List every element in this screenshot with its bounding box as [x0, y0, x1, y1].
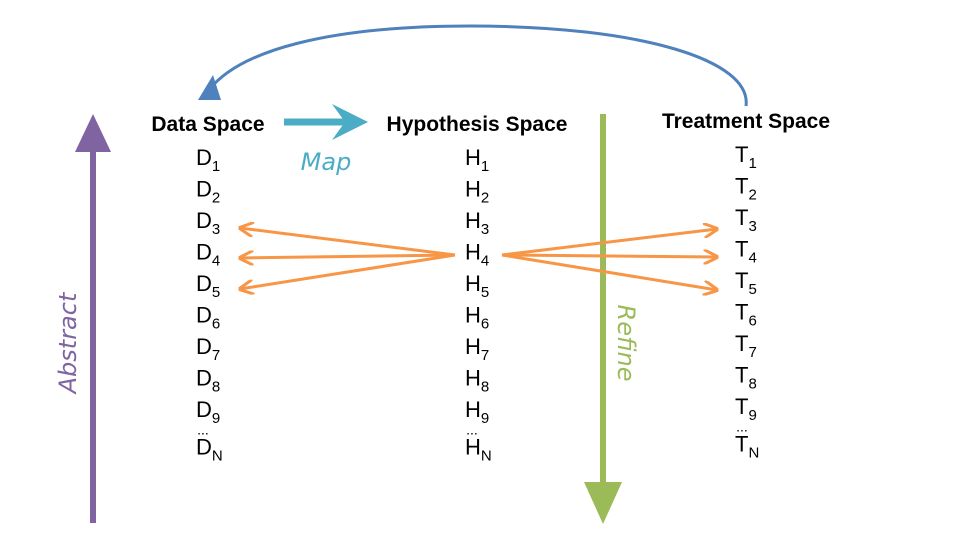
data-item-d2: D2 [196, 177, 220, 207]
data-item-d7: D7 [196, 334, 220, 364]
hypothesis-item-h2: H2 [465, 177, 489, 207]
hypothesis-item-h4: H4 [465, 240, 489, 270]
link-arrow-h4-t3 [501, 229, 717, 257]
feedback-loop-arrow [198, 24, 748, 107]
link-arrow-h4-d4 [240, 255, 456, 258]
refine-arrow [584, 114, 622, 524]
treatment-item-t8: T8 [735, 363, 757, 393]
link-arrow-h4-t5 [501, 253, 717, 290]
treatment-item-t9: T9 [735, 394, 757, 424]
data-ellipsis: ... [197, 422, 209, 438]
hypothesis-item-h3: H3 [465, 208, 489, 238]
hypothesis-item-h9: H9 [465, 397, 489, 427]
h4-to-treatment-arrows [501, 229, 717, 290]
treatment-item-t1: T1 [735, 142, 757, 172]
link-arrow-h4-d3 [240, 228, 456, 257]
treatment-ellipsis: ... [736, 419, 748, 435]
data-item-d3: D3 [196, 208, 220, 238]
hypothesis-item-h6: H6 [465, 303, 489, 333]
treatment-item-t6: T6 [735, 300, 757, 330]
h4-to-data-arrows [240, 228, 456, 289]
hypothesis-item-h5: H5 [465, 271, 489, 301]
data-item-d8: D8 [196, 366, 220, 396]
data-item-d1: D1 [196, 145, 220, 175]
treatment-item-tn: TN [735, 432, 759, 462]
treatment-item-t7: T7 [735, 331, 757, 361]
treatment-item-t5: T5 [735, 268, 757, 298]
data-space-heading: Data Space [151, 113, 264, 136]
abstract-arrow [75, 114, 111, 523]
refine-label: Refine [612, 305, 640, 382]
treatment-space-heading: Treatment Space [662, 110, 830, 133]
hypothesis-item-h8: H8 [465, 366, 489, 396]
map-arrow [284, 104, 368, 140]
data-item-dn: DN [196, 435, 223, 465]
treatment-item-t2: T2 [735, 174, 757, 204]
link-arrow-h4-d5 [240, 253, 456, 289]
link-arrow-h4-t4 [501, 255, 717, 257]
data-item-d4: D4 [196, 240, 220, 270]
treatment-item-t3: T3 [735, 205, 757, 235]
hypothesis-item-hn: HN [465, 435, 492, 465]
map-label: Map [301, 148, 352, 176]
treatment-item-t4: T4 [735, 237, 757, 267]
hypothesis-item-h1: H1 [465, 145, 489, 175]
data-item-d5: D5 [196, 271, 220, 301]
hypothesis-ellipsis: ... [466, 422, 478, 438]
data-item-d9: D9 [196, 397, 220, 427]
data-item-d6: D6 [196, 303, 220, 333]
abstract-label: Abstract [54, 291, 82, 395]
hypothesis-space-heading: Hypothesis Space [387, 113, 568, 136]
hypothesis-item-h7: H7 [465, 334, 489, 364]
